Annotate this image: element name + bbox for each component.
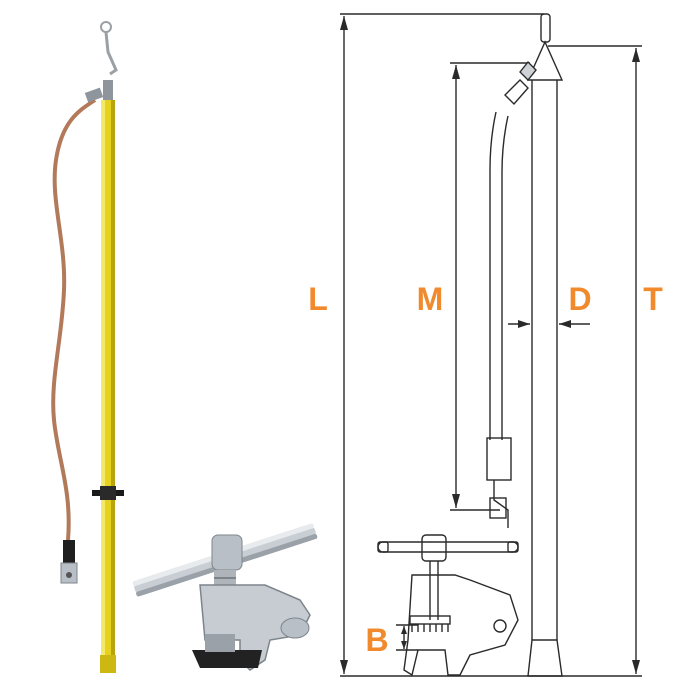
dimension-line-t [548, 45, 642, 677]
cable-outline [486, 60, 537, 528]
label-d: D [568, 281, 591, 317]
hand-guard [92, 486, 124, 500]
cable-lug [60, 87, 104, 584]
ground-cable [51, 98, 97, 541]
dimension-line-b [396, 624, 418, 651]
label-t: T [643, 281, 663, 317]
label-b: B [365, 622, 388, 658]
hook-icon [100, 21, 118, 100]
label-m: M [417, 281, 444, 317]
clamp-drawing [377, 534, 519, 677]
pole-outline [526, 13, 564, 677]
dimension-line-m [450, 62, 530, 511]
technical-drawing [340, 13, 642, 677]
dimension-line-l [340, 13, 560, 677]
label-l: L [308, 281, 328, 317]
grounding-stick-photo [51, 21, 124, 673]
clamp-photo [132, 523, 318, 671]
dimension-line-d [508, 320, 590, 328]
pole-end-cap [100, 655, 116, 673]
